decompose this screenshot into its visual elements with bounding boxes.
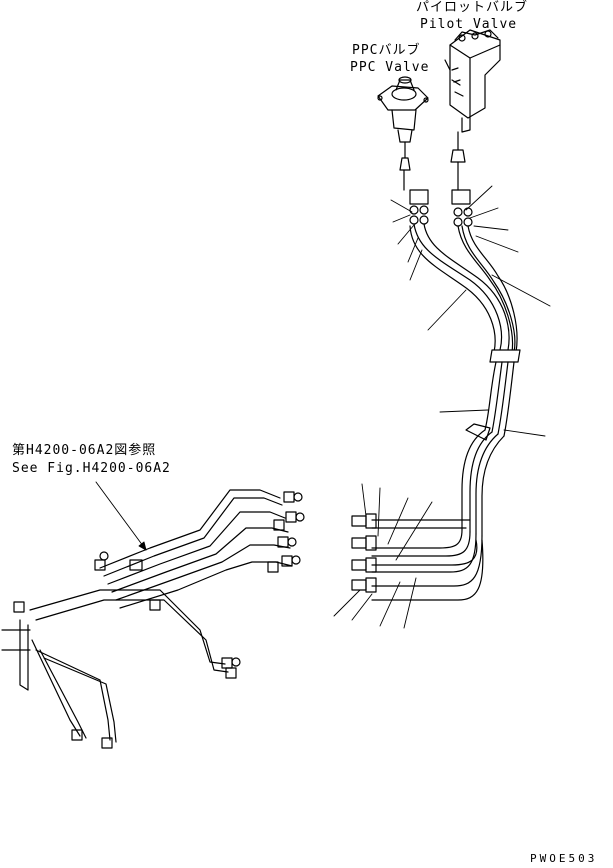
ref-leader [95,481,147,551]
leader-lines [333,185,551,629]
ppc-valve-label-jp: PPCバルブ [352,43,421,58]
ppc-valve-label-en: PPC Valve [350,60,430,75]
fitting-cluster [351,513,377,593]
hose-loops [371,519,484,601]
pilot-valve [444,29,501,133]
hose-bundle [409,223,521,537]
valve-fittings [399,131,473,227]
pilot-valve-label-jp: パイロットバルブ [416,0,529,15]
tube-assembly [1,489,293,743]
pilot-valve-label-en: Pilot Valve [420,17,518,32]
tube-fittings [13,491,305,749]
drawing-code: PWOE503 [530,852,598,865]
ppc-valve [377,76,429,143]
reference-label-en: See Fig.H4200-06A2 [12,461,171,476]
reference-label-jp: 第H4200-06A2図参照 [12,443,157,458]
